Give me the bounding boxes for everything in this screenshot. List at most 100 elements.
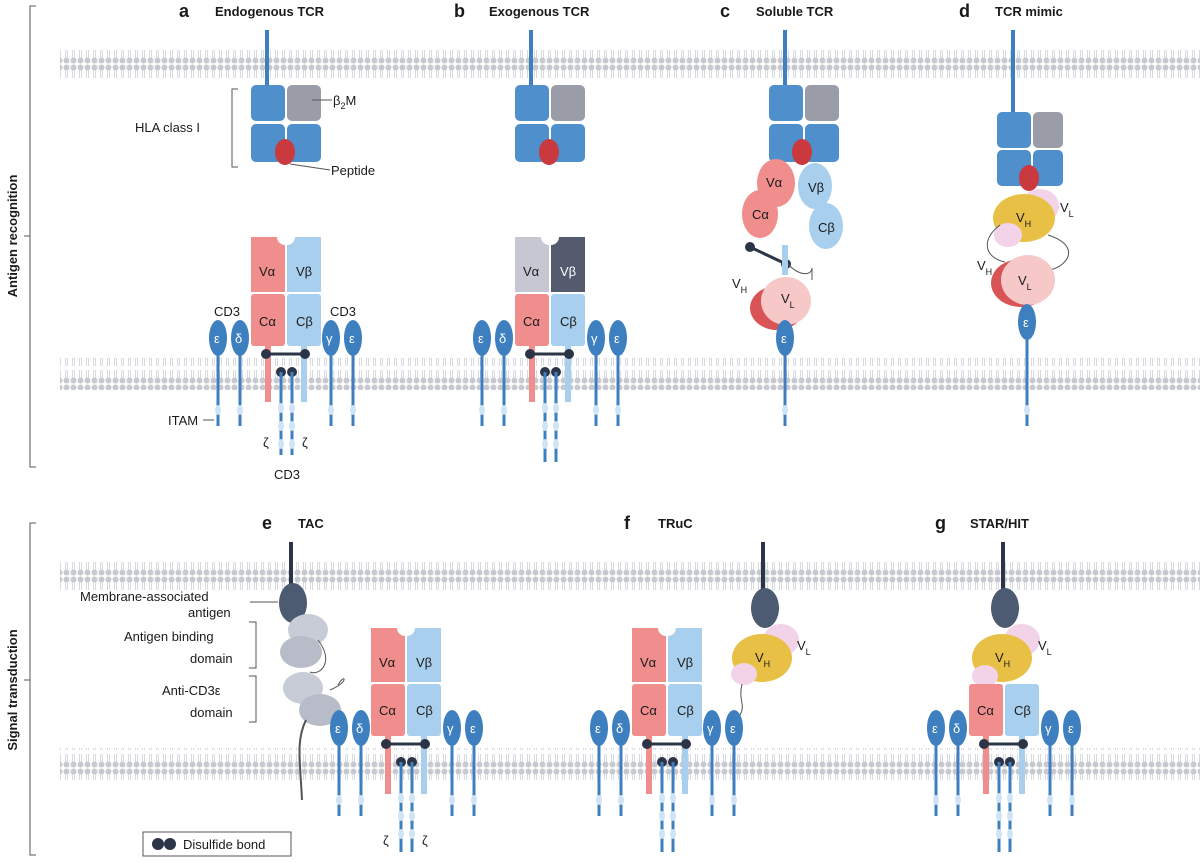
peptide — [275, 139, 295, 165]
ca-label: Cα — [977, 703, 994, 718]
vh-label: VH — [995, 650, 1010, 669]
membrane-antigen — [991, 542, 1019, 628]
panel-letter-b: b — [454, 1, 465, 21]
panel-c: Vα Vβ Cα Cβ VH VL ε — [732, 30, 843, 426]
anti-cd3-domain — [283, 672, 341, 726]
vl-label: VL — [1018, 273, 1032, 292]
cd3-zeta-dimer — [659, 762, 676, 852]
panel-title-f: TRuC — [658, 516, 693, 531]
ca-label: Cα — [640, 703, 657, 718]
va-label: Vα — [640, 655, 657, 670]
eps-label: ε — [595, 721, 601, 736]
membrane-bottom-lower — [60, 748, 1200, 780]
tcr-ab — [251, 237, 321, 402]
gamma-label: γ — [591, 331, 598, 346]
cd3-zeta-dimer — [996, 762, 1013, 852]
cd3-zeta-dimer — [278, 372, 295, 455]
membrane-bottom-upper — [60, 558, 1200, 590]
soluble-tcr — [742, 159, 843, 249]
ca-label: Cα — [259, 314, 276, 329]
cb-label: Cβ — [560, 314, 577, 329]
cd3-subunits — [927, 710, 1081, 816]
zeta-left-label: ζ — [383, 833, 389, 848]
b2m-label: β2M — [333, 93, 356, 111]
panel-title-g: STAR/HIT — [970, 516, 1029, 531]
membrane-antigen — [279, 542, 307, 623]
eps-label: ε — [1068, 721, 1074, 736]
gamma-label: γ — [447, 721, 454, 736]
delta-label: δ — [235, 331, 242, 346]
panel-title-b: Exogenous TCR — [489, 4, 590, 19]
hla-complex — [769, 30, 839, 165]
panel-title-e: TAC — [298, 516, 324, 531]
cd3-right-label: CD3 — [330, 304, 356, 319]
eps-label: ε — [1023, 315, 1029, 330]
vb-label: Vβ — [677, 655, 693, 670]
cd3-epsilon — [1018, 304, 1036, 426]
vb-label: Vβ — [416, 655, 432, 670]
eps-label: ε — [335, 721, 341, 736]
disulfide-legend: Disulfide bond — [142, 831, 292, 857]
cb-label: Cβ — [677, 703, 694, 718]
hla-complex — [515, 30, 585, 165]
cb-label: Cβ — [296, 314, 313, 329]
eps-label: ε — [214, 331, 220, 346]
vh-label: VH — [755, 650, 770, 669]
eps-label: ε — [730, 721, 736, 736]
tcr-constant — [969, 684, 1039, 794]
panel-d: VH VL VH VL ε — [977, 30, 1074, 426]
vl-label: VL — [781, 291, 795, 310]
panel-letter-a: a — [179, 1, 190, 21]
vl-label: VL — [797, 638, 811, 657]
antigen-binding-domain — [280, 614, 328, 668]
delta-label: δ — [616, 721, 623, 736]
zeta-right-label: ζ — [422, 833, 428, 848]
scfv-binder — [972, 624, 1040, 687]
vb-label: Vβ — [808, 180, 824, 195]
hla-complex — [251, 30, 321, 165]
eps-label: ε — [470, 721, 476, 736]
delta-label: δ — [953, 721, 960, 736]
vb-label: Vβ — [296, 264, 312, 279]
disulfide-legend-label: Disulfide bond — [183, 837, 265, 852]
cd3-zeta-dimer — [398, 762, 415, 852]
cd3-subunits — [473, 320, 627, 426]
cb-label: Cβ — [416, 703, 433, 718]
cb-label: Cβ — [818, 220, 835, 235]
section-bracket-bottom — [24, 522, 36, 856]
cd3-epsilon — [776, 320, 794, 426]
cd3-zeta-dimer — [542, 372, 559, 462]
vh-label: VH — [977, 258, 992, 277]
cd3-zeta-label: CD3 — [274, 467, 300, 482]
section-label-signal-transduction: Signal transduction — [5, 629, 20, 750]
panel-letter-c: c — [720, 1, 730, 21]
panel-a: HLA class I β2M Peptide Vα Vβ Cα Cβ CD3 … — [135, 30, 375, 482]
cd3-epsilon-right — [344, 320, 362, 426]
vh-label: VH — [732, 276, 747, 295]
vb-label: Vβ — [560, 264, 576, 279]
tcr-mimic-scfv — [986, 189, 1070, 271]
hla-complex — [997, 30, 1063, 191]
disulfide-bonds — [381, 739, 430, 767]
va-label: Vα — [523, 264, 540, 279]
panel-title-a: Endogenous TCR — [215, 4, 325, 19]
eps-label: ε — [349, 331, 355, 346]
ca-label: Cα — [379, 703, 396, 718]
cd3-left-label: CD3 — [214, 304, 240, 319]
cb-label: Cβ — [1014, 703, 1031, 718]
va-label: Vα — [259, 264, 276, 279]
mem-antigen-label-2: antigen — [188, 605, 231, 620]
scfv-binder — [731, 624, 799, 736]
zeta-left-label: ζ — [263, 435, 269, 450]
ca-label: Cα — [523, 314, 540, 329]
vl-label: VL — [1038, 638, 1052, 657]
hla-label: HLA class I — [135, 120, 200, 135]
delta-label: δ — [356, 721, 363, 736]
tcr-ab — [632, 628, 702, 794]
panel-letter-g: g — [935, 513, 946, 533]
cd3-subunits — [330, 710, 483, 816]
vl-label: VL — [1060, 200, 1074, 219]
panel-b: Vα Vβ Cα Cβ ε δ γ ε — [473, 30, 627, 462]
cd3-epsilon-left — [209, 320, 227, 426]
